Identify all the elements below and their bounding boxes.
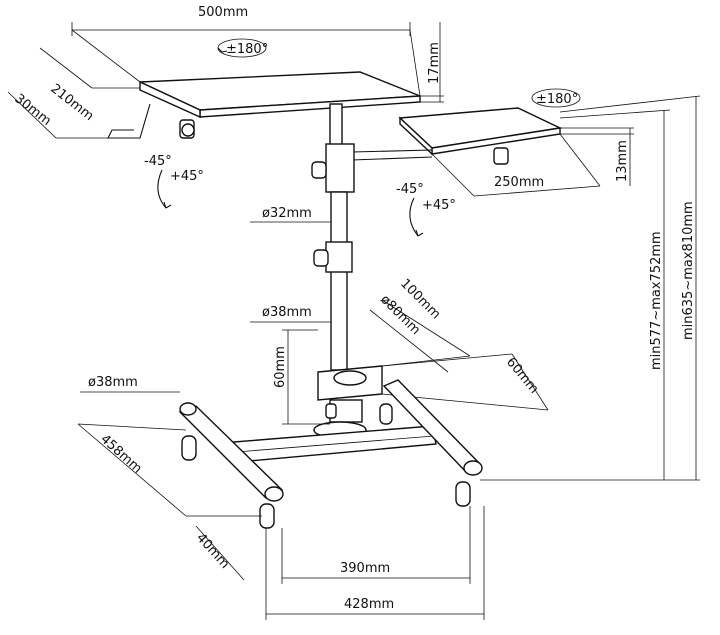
pole-clamp-block — [313, 365, 383, 439]
tilt-right-minus-label: -45° — [396, 182, 424, 197]
height-range-dimensions: min577~max752mm min635~max810mm — [480, 95, 701, 481]
tilt-arrow-icon — [409, 197, 419, 237]
side-rotation-label: ±180° — [536, 92, 578, 107]
height-range-top-label: min577~max752mm — [649, 231, 664, 370]
base-tube-dia-dimension: ø38mm — [80, 375, 180, 393]
pole-lower-dia-dimension: ø38mm — [250, 305, 331, 323]
top-depth-label: 210mm — [48, 81, 97, 124]
tilt-right-plus-label: +45° — [422, 198, 456, 213]
pole-upper-dia-dimension: ø32mm — [250, 206, 331, 223]
base-depth-dimension: 458mm — [77, 423, 262, 517]
clamp-height-right-label: 60mm — [503, 355, 541, 397]
tilt-left: -45° +45° — [144, 154, 204, 209]
top-thickness-label: 17mm — [427, 42, 442, 84]
inner-width-label: 390mm — [340, 561, 390, 576]
tilt-arrow-icon — [157, 169, 167, 209]
main-top-plate — [107, 71, 421, 139]
hook-icon — [107, 103, 151, 139]
clamp-height-left-label: 60mm — [273, 346, 288, 388]
base-depth-label: 458mm — [97, 432, 144, 477]
top-rotation-label: ±180° — [226, 42, 268, 57]
top-thickness-dimension: 17mm — [420, 22, 444, 103]
pole-upper-dia-label: ø32mm — [262, 206, 312, 221]
caster-icon — [379, 403, 393, 425]
inner-width-dimension: 390mm — [281, 506, 471, 584]
side-width-dimension: 250mm — [431, 133, 601, 197]
side-tray — [351, 107, 563, 165]
tilt-left-plus-label: +45° — [170, 169, 204, 184]
middle-clamp — [325, 241, 353, 273]
top-depth-dimension: 210mm — [39, 47, 140, 124]
side-rotation-badge: ±180° — [531, 88, 581, 108]
outer-width-dimension: 428mm — [265, 506, 485, 620]
side-thickness-dimension: 13mm — [560, 127, 634, 186]
base-frame — [178, 379, 483, 529]
pole-lower-dia-label: ø38mm — [262, 305, 312, 320]
clamp-height-left-dimension: 60mm — [273, 329, 330, 425]
side-thickness-label: 13mm — [615, 140, 630, 182]
side-width-label: 250mm — [494, 175, 544, 190]
middle-knob-icon — [313, 249, 329, 267]
top-width-dimension: 500mm — [71, 5, 421, 97]
caster-icon — [455, 481, 471, 507]
top-width-label: 500mm — [198, 5, 248, 20]
caster-icon — [259, 503, 275, 529]
caster-height-label: 40mm — [193, 531, 232, 572]
caster-icon — [181, 435, 197, 461]
tilt-right: -45° +45° — [396, 182, 456, 237]
base-tube-dia-label: ø38mm — [88, 375, 138, 390]
top-rotation-badge: ±180° — [217, 38, 268, 58]
height-range-full-label: min635~max810mm — [681, 201, 696, 340]
outer-width-label: 428mm — [344, 597, 394, 612]
tilt-left-minus-label: -45° — [144, 154, 172, 169]
clamp-width-dimension: 100mm — [381, 276, 471, 367]
hook-height-label: 30mm — [12, 91, 54, 129]
side-knob-icon — [493, 147, 509, 165]
rotate-arrow-icon — [217, 47, 228, 53]
upper-clamp — [325, 143, 355, 193]
caster-height-dimension: 40mm — [193, 525, 245, 581]
upper-knob-icon — [311, 161, 327, 179]
pole — [311, 103, 355, 371]
